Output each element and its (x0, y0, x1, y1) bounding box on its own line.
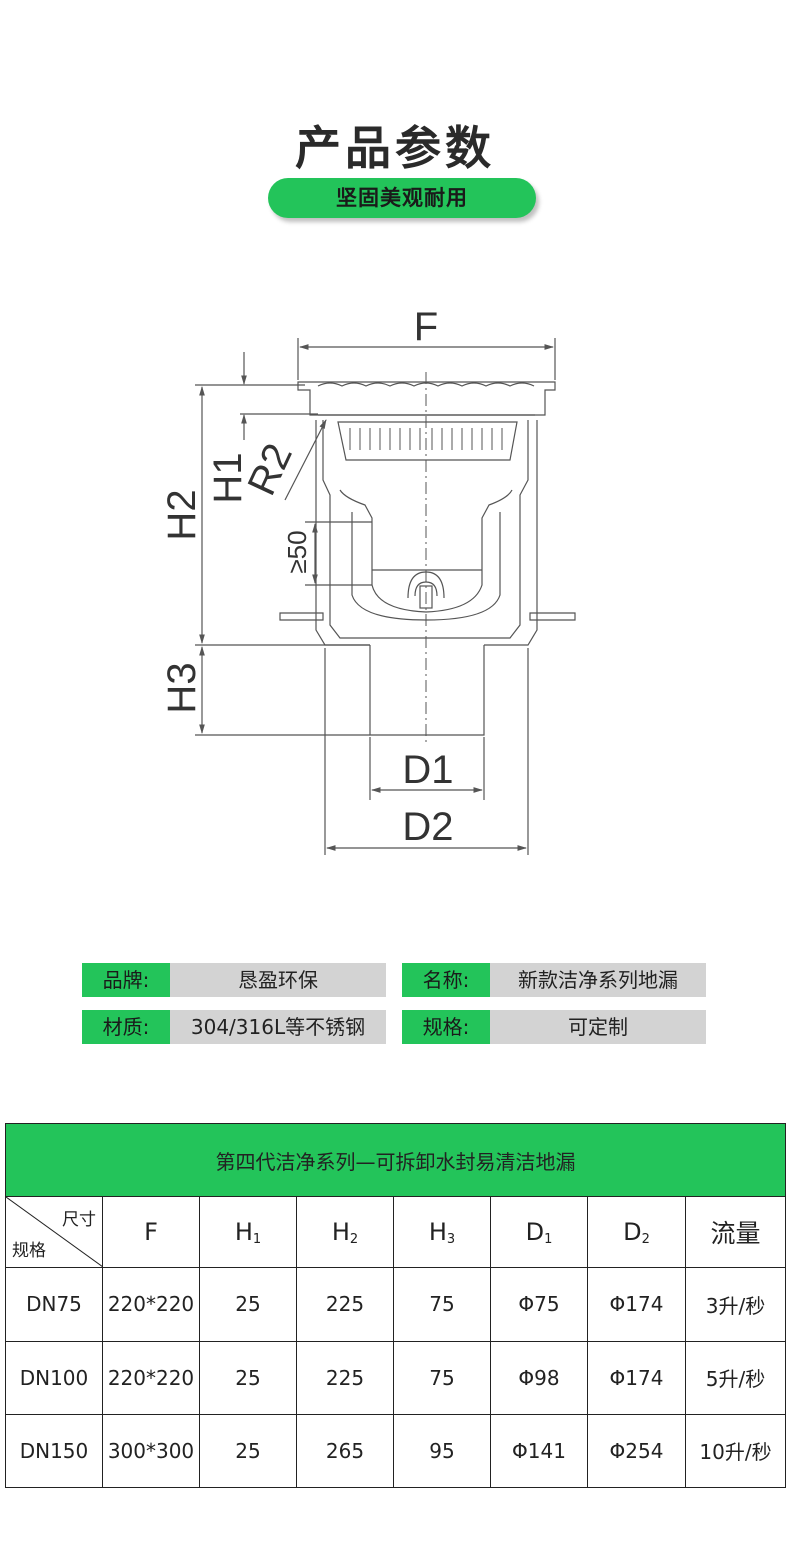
cell-flow: 5升/秒 (685, 1340, 786, 1415)
col-header-h1: H1 (199, 1196, 297, 1269)
spec-size-key: 规格: (402, 1010, 490, 1044)
cell-h1: 25 (199, 1340, 297, 1415)
spec-brand-value: 恳盈环保 (170, 963, 386, 997)
spec-size: 规格: 可定制 (402, 1010, 706, 1044)
col-header-h3-text: H (428, 1218, 447, 1247)
cell-d2: Φ254 (587, 1413, 686, 1489)
cell-spec: DN150 (5, 1413, 103, 1489)
col-header-flow: 流量 (685, 1196, 786, 1269)
cell-f: 300*300 (102, 1413, 200, 1489)
col-header-h2-text: H (331, 1218, 350, 1247)
col-header-d1: D1 (490, 1196, 588, 1269)
cell-d1: Φ141 (490, 1413, 588, 1489)
spec-material: 材质: 304/316L等不锈钢 (82, 1010, 386, 1044)
col-header-h1-text: H (234, 1218, 253, 1247)
page-title: 产品参数 (295, 121, 495, 175)
label-D1: D1 (402, 748, 453, 792)
label-H2: H2 (160, 489, 204, 540)
col-header-d1-sub: 1 (544, 1232, 553, 1248)
cell-f: 220*220 (102, 1340, 200, 1415)
label-H1: H1 (206, 452, 250, 503)
table-row: DN75 220*220 25 225 75 Φ75 Φ174 3升/秒 (5, 1267, 786, 1342)
label-H3: H3 (160, 662, 204, 713)
label-F: F (414, 305, 438, 349)
cell-spec: DN75 (5, 1267, 103, 1342)
cell-h2: 265 (296, 1413, 394, 1489)
spec-brand: 品牌: 恳盈环保 (82, 963, 386, 997)
cell-h3: 75 (393, 1267, 491, 1342)
spec-name-key: 名称: (402, 963, 490, 997)
spec-name: 名称: 新款洁净系列地漏 (402, 963, 706, 997)
cell-h1: 25 (199, 1267, 297, 1342)
cell-h3: 75 (393, 1340, 491, 1415)
floor-drain-drawing: F H1 R2 H2 ≥50 H3 D1 D2 (160, 305, 576, 855)
col-header-d1-text: D (525, 1218, 545, 1247)
spec-name-value: 新款洁净系列地漏 (490, 963, 706, 997)
spec-material-key: 材质: (82, 1010, 170, 1044)
col-header-h3-sub: 3 (446, 1232, 456, 1248)
spec-size-value: 可定制 (490, 1010, 706, 1044)
cell-d1: Φ98 (490, 1340, 588, 1415)
col-header-f: F (102, 1196, 200, 1269)
cell-d2: Φ174 (587, 1340, 686, 1415)
table-row: DN100 220*220 25 225 75 Φ98 Φ174 5升/秒 (5, 1340, 786, 1415)
table-corner-cell: 尺寸 规格 (5, 1196, 103, 1269)
cell-d2: Φ174 (587, 1267, 686, 1342)
col-header-flow-text: 流量 (710, 1219, 761, 1249)
cell-d1: Φ75 (490, 1267, 588, 1342)
col-header-h2: H2 (296, 1196, 394, 1269)
cell-flow: 10升/秒 (685, 1413, 786, 1489)
table-row: DN150 300*300 25 265 95 Φ141 Φ254 10升/秒 (5, 1413, 786, 1489)
cell-h2: 225 (296, 1267, 394, 1342)
cell-f: 220*220 (102, 1267, 200, 1342)
col-header-d2: D2 (587, 1196, 686, 1269)
cell-h1: 25 (199, 1413, 297, 1489)
subtitle-badge: 坚固美观耐用 (268, 178, 536, 218)
col-header-h1-sub: 1 (252, 1232, 262, 1248)
cell-h3: 95 (393, 1413, 491, 1489)
col-header-h3: H3 (393, 1196, 491, 1269)
col-header-d2-sub: 2 (641, 1232, 650, 1248)
spec-material-value: 304/316L等不锈钢 (170, 1010, 386, 1044)
cell-h2: 225 (296, 1340, 394, 1415)
spec-brand-key: 品牌: (82, 963, 170, 997)
parameter-table: 第四代洁净系列—可拆卸水封易清洁地漏 尺寸 规格 F H1 H2 H3 D1 D… (5, 1122, 786, 1489)
table-caption: 第四代洁净系列—可拆卸水封易清洁地漏 (5, 1122, 786, 1198)
label-D2: D2 (402, 805, 453, 849)
corner-size-label: 尺寸 (62, 1210, 96, 1231)
cell-spec: DN100 (5, 1340, 103, 1415)
col-header-d2-text: D (623, 1218, 642, 1247)
corner-spec-label: 规格 (12, 1241, 46, 1262)
col-header-h2-sub: 2 (349, 1232, 359, 1248)
label-ge50: ≥50 (282, 530, 312, 573)
col-header-f-text: F (144, 1218, 158, 1247)
cell-flow: 3升/秒 (685, 1267, 786, 1342)
